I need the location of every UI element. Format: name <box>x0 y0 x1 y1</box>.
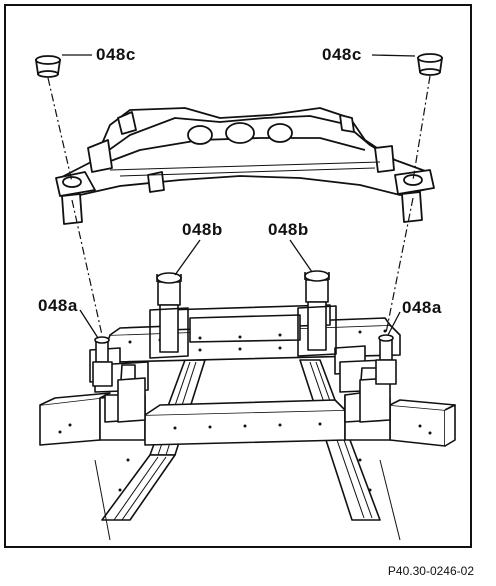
figure-code: P40.30-0246-02 <box>387 564 474 578</box>
callout-048a-left: 048a <box>38 296 78 315</box>
fixture-posts <box>92 270 397 423</box>
callout-048c-left: 048c <box>96 45 136 64</box>
callout-048a-right: 048a <box>402 298 442 317</box>
subframe <box>55 107 435 225</box>
leader-lines <box>62 54 416 339</box>
callout-048b-left: 048b <box>182 220 223 239</box>
callout-048c-right: 048c <box>322 45 362 64</box>
callout-048b-right: 048b <box>268 220 309 239</box>
figure-frame <box>4 4 472 548</box>
alignment-lines <box>47 75 431 336</box>
rubber-mounts <box>34 53 444 78</box>
